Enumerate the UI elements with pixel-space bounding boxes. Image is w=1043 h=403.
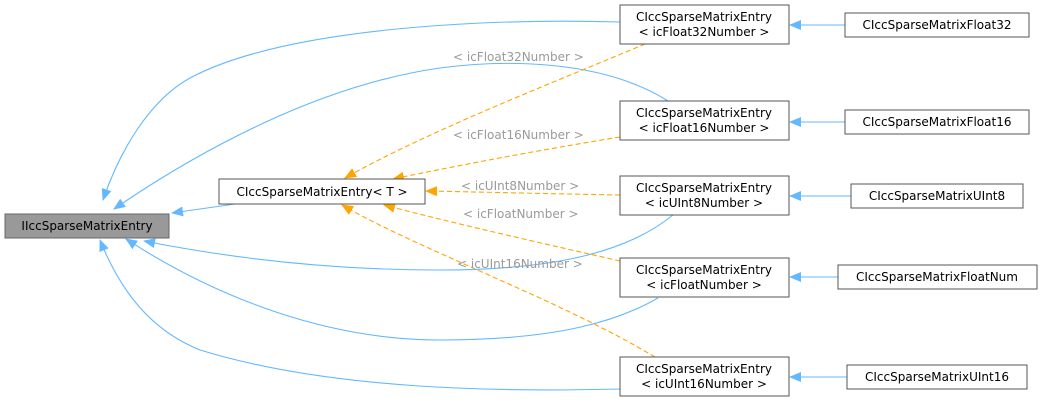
edge-label-uint8: < icUInt8Number >: [461, 179, 579, 193]
edge-uint16-to-root: [99, 239, 621, 391]
edge-label-uint16: < icUInt16Number >: [457, 257, 583, 271]
edge-float32-to-root: [101, 20, 621, 201]
node-leaf-float16[interactable]: CIccSparseMatrixFloat16: [844, 109, 1030, 135]
node-uint8-line2: < icUInt8Number >: [645, 196, 763, 210]
edge-label-float32: < icFloat32Number >: [453, 50, 584, 64]
node-leaf-uint16[interactable]: CIccSparseMatrixUInt16: [846, 364, 1028, 390]
edge-label-float16: < icFloat16Number >: [453, 128, 584, 142]
node-floatnum-line2: < icFloatNumber >: [646, 278, 762, 292]
node-root[interactable]: IIccSparseMatrixEntry: [4, 213, 170, 239]
node-floatnum-line1: CIccSparseMatrixEntry: [636, 263, 772, 277]
node-uint16-line1: CIccSparseMatrixEntry: [636, 362, 772, 376]
node-leaf-uint16-label: CIccSparseMatrixUInt16: [865, 370, 1009, 384]
node-float16-line1: CIccSparseMatrixEntry: [636, 106, 772, 120]
node-uint8-line1: CIccSparseMatrixEntry: [636, 181, 772, 195]
node-leaf-floatnum-label: CIccSparseMatrixFloatNum: [856, 270, 1018, 284]
node-floatnum[interactable]: CIccSparseMatrixEntry < icFloatNumber >: [619, 257, 790, 298]
node-float32[interactable]: CIccSparseMatrixEntry < icFloat32Number …: [619, 4, 790, 45]
node-leaf-floatnum[interactable]: CIccSparseMatrixFloatNum: [837, 264, 1038, 290]
template-edges: [341, 43, 656, 358]
node-float32-line1: CIccSparseMatrixEntry: [636, 10, 772, 24]
node-uint16[interactable]: CIccSparseMatrixEntry < icUInt16Number >: [619, 356, 790, 397]
node-leaf-float32[interactable]: CIccSparseMatrixFloat32: [844, 12, 1030, 38]
node-float16[interactable]: CIccSparseMatrixEntry < icFloat16Number …: [619, 100, 790, 141]
node-template[interactable]: CIccSparseMatrixEntry< T >: [218, 178, 426, 205]
node-leaf-float16-label: CIccSparseMatrixFloat16: [863, 115, 1012, 129]
edge-uint8-to-root: [143, 214, 674, 271]
edge-float16-to-template: [392, 136, 621, 182]
edge-label-floatnum: < icFloatNumber >: [463, 207, 579, 221]
node-float32-line2: < icFloat32Number >: [639, 25, 770, 39]
edge-float16-to-root: [113, 62, 669, 210]
node-root-label: IIccSparseMatrixEntry: [21, 219, 152, 233]
edge-uint8-to-template: [425, 186, 621, 197]
node-leaf-float32-label: CIccSparseMatrixFloat32: [863, 18, 1012, 32]
edge-uint16-to-template: [341, 204, 656, 358]
node-uint8[interactable]: CIccSparseMatrixEntry < icUInt8Number >: [619, 175, 790, 216]
edge-template-to-root: [171, 203, 236, 217]
node-leaf-uint8[interactable]: CIccSparseMatrixUInt8: [850, 183, 1024, 209]
node-uint16-line2: < icUInt16Number >: [641, 377, 767, 391]
node-float16-line2: < icFloat16Number >: [639, 121, 770, 135]
inheritance-edges: [99, 20, 851, 391]
node-leaf-uint8-label: CIccSparseMatrixUInt8: [869, 189, 1005, 203]
edge-float32-to-template: [344, 43, 646, 179]
edge-floatnum-to-root: [125, 238, 659, 341]
node-template-label: CIccSparseMatrixEntry< T >: [236, 185, 407, 199]
edge-labels: < icFloat32Number > < icFloat16Number > …: [453, 50, 584, 271]
edge-floatnum-to-template: [383, 202, 621, 262]
